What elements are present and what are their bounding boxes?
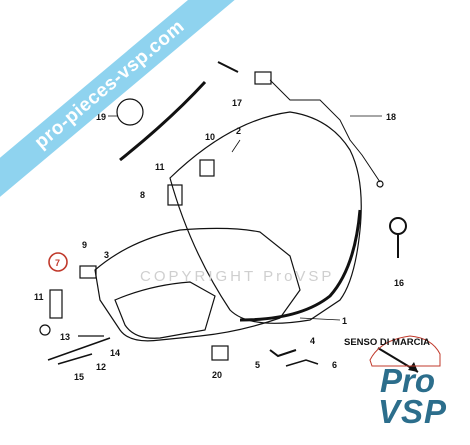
ring-16 [389, 217, 407, 235]
hinge-10 [199, 159, 215, 177]
callout-10: 10 [205, 132, 215, 142]
bracket-7 [49, 289, 63, 319]
cable-18 [269, 79, 381, 183]
hood-inner-frame [114, 281, 216, 339]
callout-18: 18 [386, 112, 396, 122]
direction-label: SENSO DI MARCIA [344, 337, 431, 348]
latch-lever-17 [217, 61, 239, 73]
grommet-11 [39, 324, 51, 336]
callout-6: 6 [332, 360, 337, 370]
callout-11-lower: 11 [34, 292, 44, 302]
callout-20: 20 [212, 370, 222, 380]
callout-19: 19 [96, 112, 106, 122]
callout-5: 5 [255, 360, 260, 370]
latch-17 [254, 71, 272, 85]
copyright-watermark: COPYRIGHT ProVSP [140, 268, 335, 285]
callout-3: 3 [104, 250, 109, 260]
magnifier-19 [116, 98, 144, 126]
callout-8: 8 [140, 190, 145, 200]
callout-15: 15 [74, 372, 84, 382]
callout-14: 14 [110, 348, 120, 358]
hinge-8 [167, 184, 183, 206]
callout-4: 4 [310, 336, 315, 346]
callout-11-upper: 11 [155, 162, 165, 172]
highlight-ring-7 [48, 252, 68, 272]
callout-16: 16 [394, 278, 404, 288]
car-outline-icon [369, 335, 441, 367]
seal-strip-19 [119, 80, 207, 162]
callout-17: 17 [232, 98, 242, 108]
prop-rod-14 [47, 337, 111, 361]
callout-9: 9 [82, 240, 87, 250]
bracket-9 [79, 265, 97, 279]
callout-2: 2 [236, 126, 241, 136]
callout-1: 1 [342, 316, 347, 326]
direction-arrowhead [408, 362, 418, 372]
logo-line2: VSP [378, 393, 448, 430]
rod-4 [269, 349, 297, 358]
hood-outer-panel [169, 111, 362, 324]
edge-seal-1 [239, 209, 362, 322]
cable-end-18 [376, 180, 384, 188]
callout-13: 13 [60, 332, 70, 342]
callout-12: 12 [96, 362, 106, 372]
callout-7: 7 [55, 258, 60, 268]
bracket-20 [211, 345, 229, 361]
logo-line1: Pro [380, 362, 436, 399]
hood-inner-panel [94, 227, 301, 342]
rod-12 [57, 353, 93, 365]
clip-5-6 [285, 359, 319, 367]
